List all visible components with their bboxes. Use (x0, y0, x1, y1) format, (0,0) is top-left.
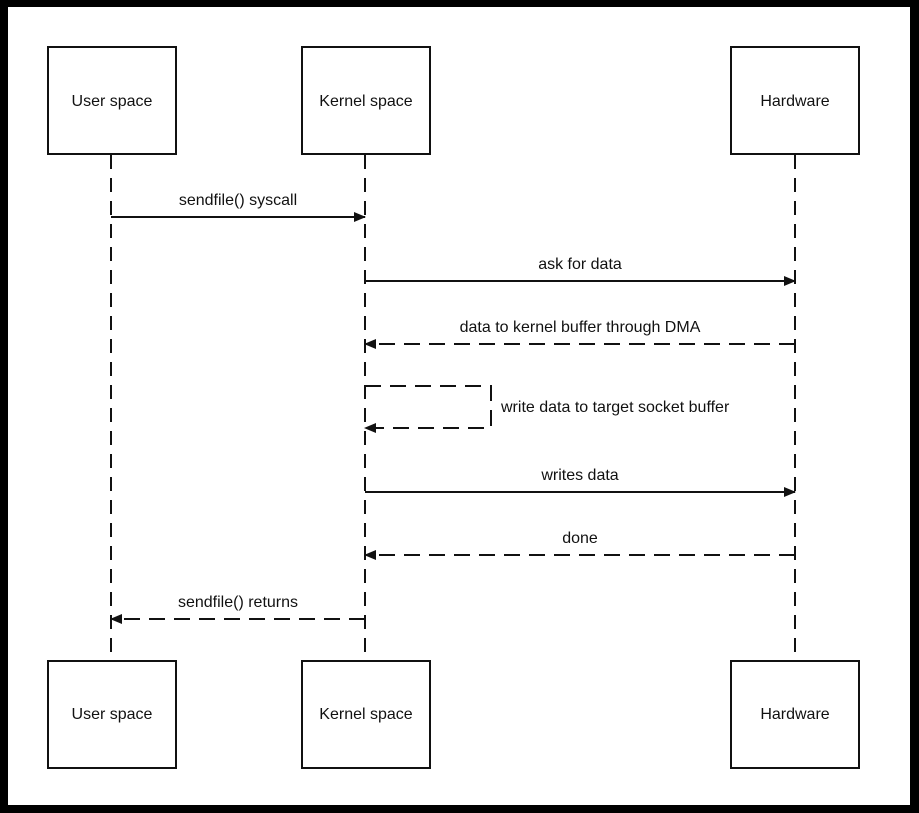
participant-hardware-bottom: Hardware (730, 660, 860, 769)
message-done: done (364, 530, 795, 560)
participant-label: Hardware (760, 706, 829, 723)
message-label: ask for data (538, 256, 622, 273)
participant-label: Kernel space (319, 706, 412, 723)
message-writes-data: writes data (365, 467, 796, 497)
participant-label: Hardware (760, 93, 829, 110)
message-label: sendfile() returns (178, 594, 298, 611)
message-label: writes data (540, 467, 618, 484)
participant-user-bottom: User space (47, 660, 177, 769)
participant-label: User space (72, 706, 153, 723)
message-sendfile-returns: sendfile() returns (110, 594, 365, 624)
participant-label: User space (72, 93, 153, 110)
message-label: write data to target socket buffer (500, 399, 730, 416)
message-data-to-kernel-buffer: data to kernel buffer through DMA (364, 319, 795, 349)
message-arrow (364, 385, 492, 433)
message-label: data to kernel buffer through DMA (460, 319, 701, 336)
participant-kernel-top: Kernel space (301, 46, 431, 155)
message-label: done (562, 530, 598, 547)
participant-kernel-bottom: Kernel space (301, 660, 431, 769)
message-write-socket-buffer: write data to target socket buffer (364, 385, 730, 433)
participant-hardware-top: Hardware (730, 46, 860, 155)
participant-label: Kernel space (319, 93, 412, 110)
message-label: sendfile() syscall (179, 192, 297, 209)
participant-user-top: User space (47, 46, 177, 155)
message-sendfile-syscall: sendfile() syscall (111, 192, 366, 222)
message-ask-for-data: ask for data (365, 256, 796, 286)
